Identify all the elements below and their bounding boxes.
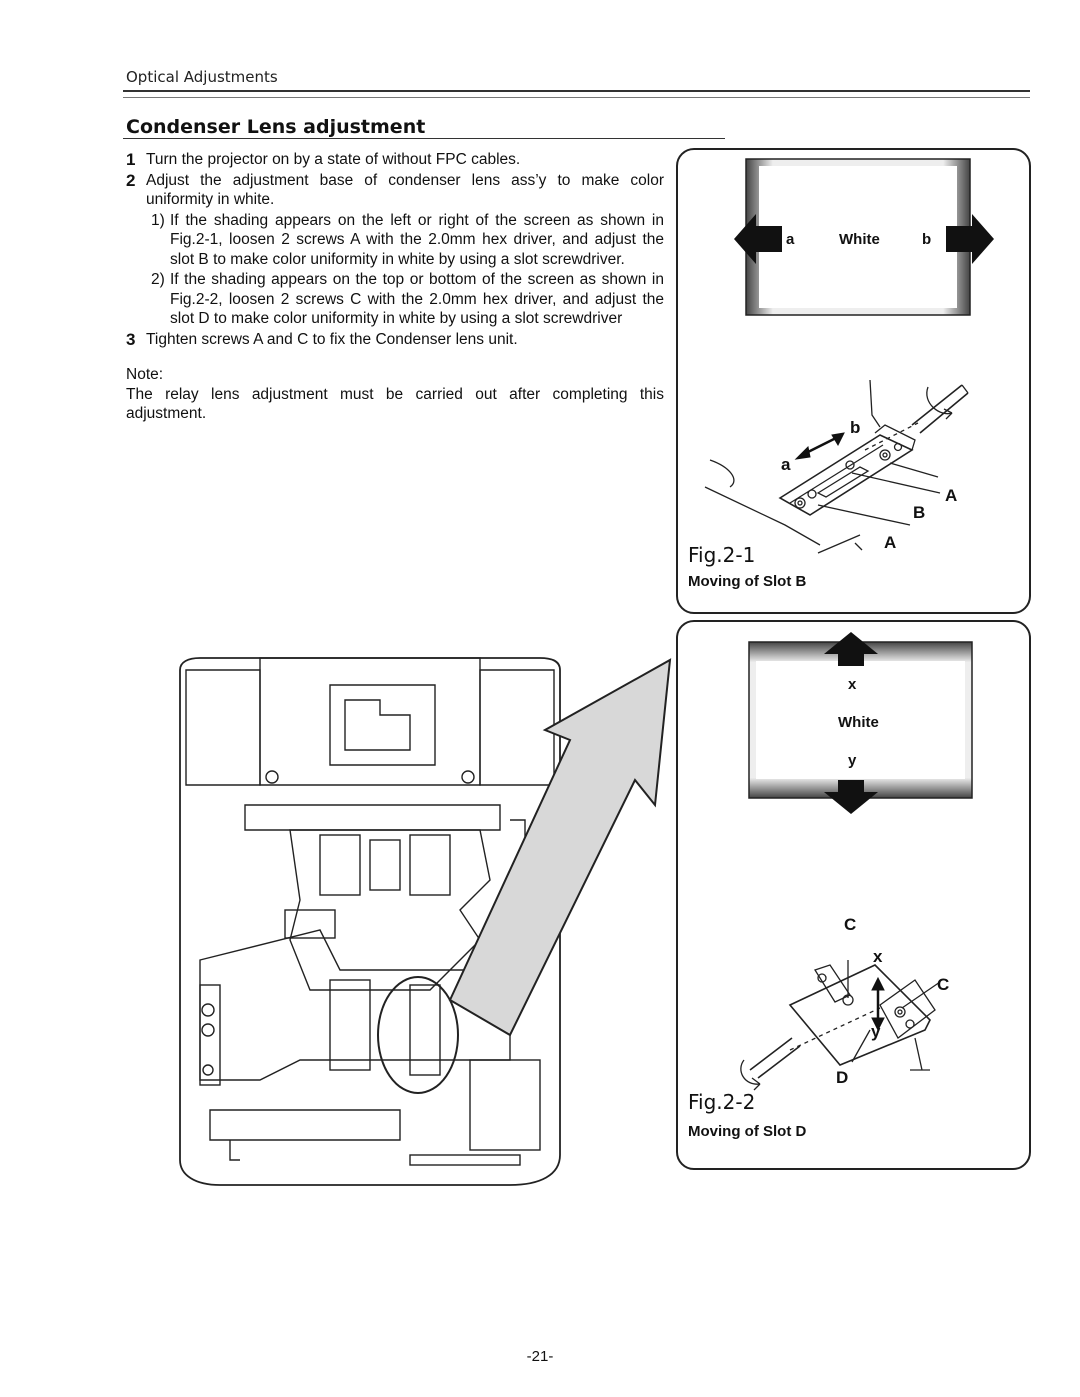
figure-2-1-id: Fig.2-1 [688,543,756,567]
condenser-slot-b-drawing [704,379,969,554]
note-text: The relay lens adjustment must be carrie… [126,385,664,423]
figure-2-2-id: Fig.2-2 [688,1090,756,1114]
substep-text: If the shading appears on the top or bot… [170,271,664,327]
page-number: -21- [526,1348,554,1365]
note: Note: The relay lens adjustment must be … [126,365,664,424]
callout-screw-A-lower: A [884,533,897,552]
instructions: 1 Turn the projector on by a state of wi… [126,150,664,424]
step-3: 3 Tighten screws A and C to fix the Cond… [126,330,664,350]
screen-2-shading [748,641,973,799]
substep-number: 1) [151,211,165,229]
down-arrow-icon [824,780,878,814]
substep-1: 1) If the shading appears on the left or… [126,211,664,270]
callout-y: y [871,1022,881,1041]
right-arrow-icon [946,214,994,264]
figure-2-1-caption: Moving of Slot B [688,573,807,590]
screen-2-top-label: x [848,676,857,693]
callout-screw-A-upper: A [945,486,958,505]
projector-top-view-drawing [179,657,672,1186]
step-number: 2 [126,170,136,190]
step-2: 2 Adjust the adjustment base of condense… [126,171,664,210]
substep-number: 2) [151,271,165,288]
screen-2-center-label: White [838,714,879,731]
callout-x: x [873,947,883,966]
screen-1-right-label: b [922,231,932,248]
page-title: Condenser Lens adjustment [126,116,426,138]
callout-screw-C-upper: C [844,915,857,934]
figure-2-2-caption: Moving of Slot D [688,1123,807,1140]
title-rule [123,138,725,139]
callout-slot-D: D [836,1068,849,1087]
step-text: Adjust the adjustment base of condenser … [146,171,664,209]
step-text: Tighten screws A and C to fix the Conden… [146,330,518,348]
left-arrow-icon [734,214,782,264]
header-rule [123,90,1030,98]
note-label: Note: [126,366,164,383]
step-number: 1 [126,150,136,169]
callout-arrow-icon [794,432,845,460]
screen-2-bottom-label: y [848,752,857,769]
screen-1-left-label: a [786,231,795,248]
screen-1-shading [745,158,971,316]
substep-2: 2) If the shading appears on the top or … [126,270,664,329]
callout-slot-B: B [913,503,926,522]
callout-a: a [781,455,791,474]
section-label: Optical Adjustments [126,68,278,86]
screen-1-center-label: White [839,231,880,248]
condenser-slot-d-drawing [740,960,941,1091]
callout-b: b [850,418,861,437]
step-number: 3 [126,329,136,349]
step-text: Turn the projector on by a state of with… [146,151,521,168]
up-arrow-icon [824,632,878,666]
callout-arrow-icon [448,658,672,1037]
callout-screw-C-right: C [937,975,950,994]
substep-text: If the shading appears on the left or ri… [170,211,664,268]
callout-arrow-icon [871,976,885,1032]
step-1: 1 Turn the projector on by a state of wi… [126,150,664,170]
